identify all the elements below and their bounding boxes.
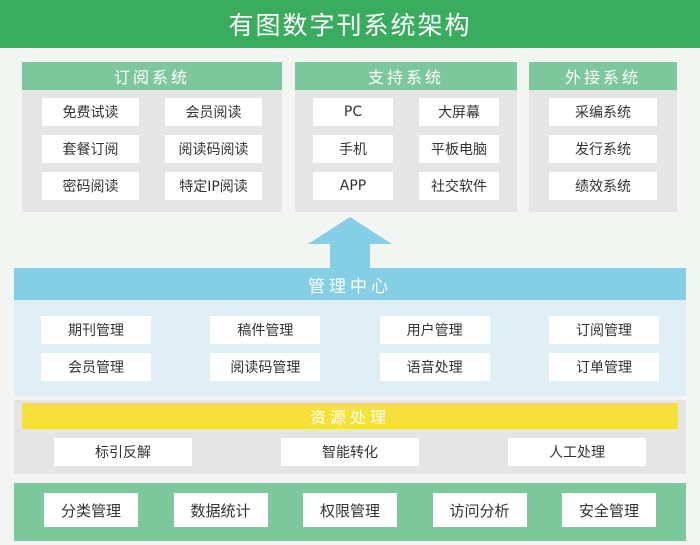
external-item: 绩效系统 — [549, 172, 657, 200]
subscription-panel: 订阅系统 免费试读 会员阅读 套餐订阅 阅读码阅读 密码阅读 特定IP阅读 — [22, 62, 282, 212]
support-item: 大屏幕 — [419, 98, 499, 126]
base-item: 访问分析 — [432, 493, 527, 527]
resource-item: 人工处理 — [508, 438, 646, 466]
management-item: 语音处理 — [379, 353, 490, 381]
management-item: 订单管理 — [548, 353, 659, 381]
support-item: APP — [313, 172, 393, 200]
management-item: 阅读码管理 — [210, 353, 321, 381]
subscription-item: 密码阅读 — [42, 172, 139, 200]
management-center-title: 管理中心 — [14, 268, 686, 300]
support-item: PC — [313, 98, 393, 126]
resource-processing-title: 资源处理 — [22, 403, 678, 429]
external-item: 发行系统 — [549, 135, 657, 163]
subscription-panel-title: 订阅系统 — [22, 62, 282, 90]
support-panel: 支持系统 PC 大屏幕 手机 平板电脑 APP 社交软件 — [295, 62, 517, 212]
management-item: 订阅管理 — [548, 316, 659, 344]
management-item: 期刊管理 — [41, 316, 151, 344]
subscription-item: 特定IP阅读 — [165, 172, 262, 200]
base-item: 安全管理 — [562, 493, 656, 527]
external-item: 采编系统 — [549, 98, 657, 126]
management-item: 稿件管理 — [210, 316, 321, 344]
subscription-item: 阅读码阅读 — [165, 135, 262, 163]
management-center: 管理中心 期刊管理 稿件管理 用户管理 订阅管理 会员管理 阅读码管理 语音处理… — [14, 268, 686, 396]
subscription-item: 免费试读 — [42, 98, 139, 126]
subscription-item: 套餐订阅 — [42, 135, 139, 163]
management-item: 会员管理 — [41, 353, 151, 381]
subscription-item: 会员阅读 — [165, 98, 262, 126]
external-panel-title: 外接系统 — [529, 62, 677, 90]
diagram-title: 有图数字刊系统架构 — [0, 0, 700, 48]
support-item: 平板电脑 — [419, 135, 499, 163]
resource-item: 标引反解 — [54, 438, 192, 466]
base-item: 权限管理 — [303, 493, 397, 527]
resource-processing: 资源处理 标引反解 智能转化 人工处理 — [14, 400, 686, 474]
support-item: 社交软件 — [419, 172, 499, 200]
external-panel: 外接系统 采编系统 发行系统 绩效系统 — [529, 62, 677, 212]
base-item: 分类管理 — [44, 493, 138, 527]
support-item: 手机 — [313, 135, 393, 163]
up-arrow-icon — [308, 217, 392, 269]
support-panel-title: 支持系统 — [295, 62, 517, 90]
base-layer: 分类管理 数据统计 权限管理 访问分析 安全管理 — [14, 483, 686, 541]
base-item: 数据统计 — [173, 493, 268, 527]
resource-item: 智能转化 — [281, 438, 419, 466]
management-item: 用户管理 — [379, 316, 490, 344]
